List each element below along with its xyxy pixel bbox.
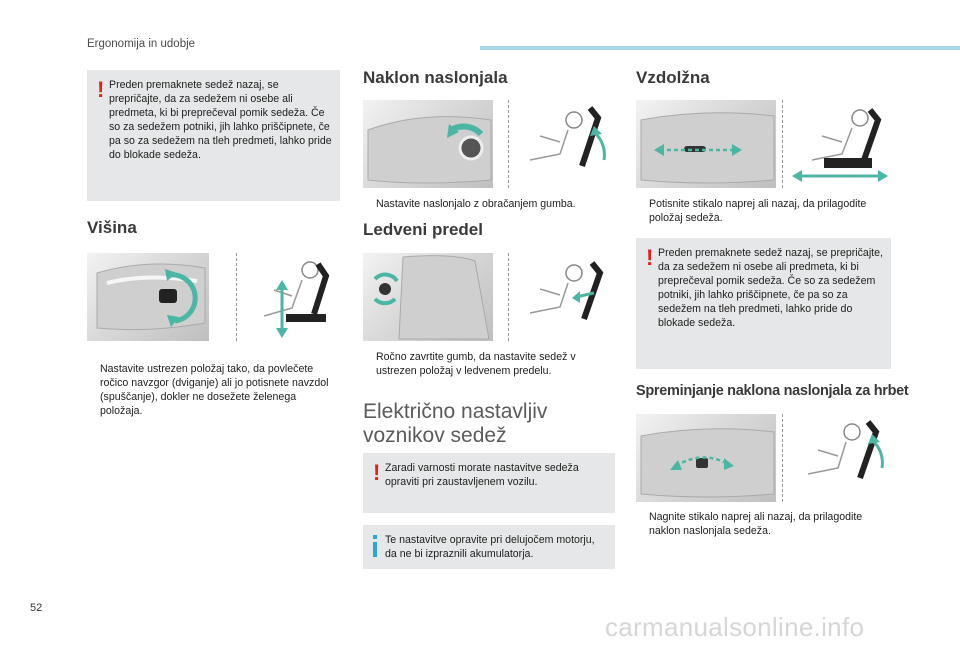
section-title-elektricno: Električno nastavljiv voznikov sedež (363, 400, 548, 447)
section-title-visina: Višina (87, 218, 137, 237)
section-title-ledveni: Ledveni predel (363, 220, 483, 239)
warning-text: Preden premaknete sedež nazaj, se prepri… (109, 79, 332, 161)
naklon-instruction: Nastavite naslonjalo z obračanjem gumba. (376, 198, 576, 210)
warning-icon: ! (646, 245, 654, 270)
seat-recline-diagram (518, 104, 610, 188)
warning-box-stationary: ! Zaradi varnosti morate nastavitve sede… (363, 453, 615, 513)
warning-box-seat-back-2: ! Preden premaknete sedež nazaj, se prep… (636, 238, 891, 369)
section-header: Ergonomija in udobje (87, 38, 196, 50)
seat-height-diagram (248, 256, 340, 340)
watermark: carmanualsonline.info (605, 612, 865, 642)
section-title-naklon: Naklon naslonjala (363, 68, 508, 87)
ledveni-instruction: Ročno zavrtite gumb, da nastavite sedež … (376, 351, 576, 377)
section-title-vzdolzna: Vzdolžna (636, 68, 710, 87)
figure-separator (508, 253, 509, 341)
warning-icon: ! (373, 460, 381, 485)
seat-longitudinal-switch-illustration (636, 100, 776, 188)
figure-separator (782, 414, 783, 502)
vzdolzna-instruction: Potisnite stikalo naprej ali nazaj, da p… (649, 198, 867, 224)
seat-recline-knob-illustration (363, 100, 493, 188)
figure-separator (782, 100, 783, 188)
warning-box-seat-back: ! Preden premaknete sedež nazaj, se prep… (87, 70, 340, 201)
seat-height-lever-illustration (87, 253, 209, 341)
visina-instruction: Nastavite ustrezen položaj tako, da povl… (100, 363, 329, 417)
warning-icon: ! (97, 77, 105, 102)
warning-text: Zaradi varnosti morate nastavitve sedeža… (385, 462, 579, 488)
seatback-tilt-diagram (790, 418, 890, 502)
lumbar-diagram (518, 257, 610, 341)
figure-separator (236, 253, 237, 341)
info-text: Te nastavitve opravite pri delujočem mot… (385, 534, 595, 560)
warning-text: Preden premaknete sedež nazaj, se prepri… (658, 247, 883, 329)
header-accent-bar (480, 46, 960, 50)
page-number: 52 (30, 602, 43, 614)
seat-longitudinal-diagram (790, 104, 890, 188)
info-box-battery: Te nastavitve opravite pri delujočem mot… (363, 525, 615, 569)
spreminjanje-instruction: Nagnite stikalo naprej ali nazaj, da pri… (649, 511, 863, 537)
lumbar-knob-illustration (363, 253, 493, 341)
info-icon (371, 535, 379, 557)
section-title-spreminjanje: Spreminjanje naklona naslonjala za hrbet (636, 383, 909, 399)
figure-separator (508, 100, 509, 188)
seatback-tilt-switch-illustration (636, 414, 776, 502)
